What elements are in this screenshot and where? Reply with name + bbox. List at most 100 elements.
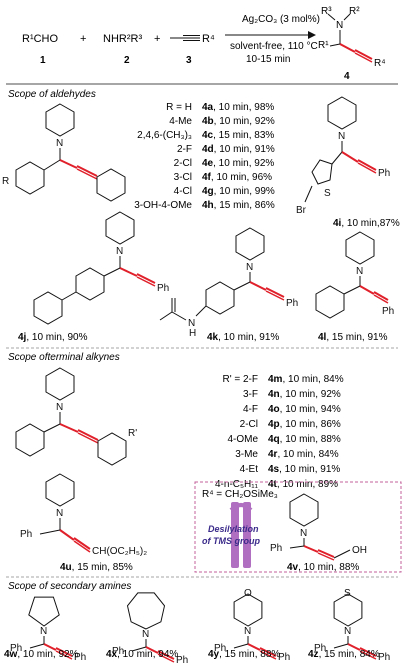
phenyl-ring	[15, 423, 45, 457]
phenyl-ring	[205, 281, 235, 315]
alkyne-substituent: R⁴	[202, 33, 215, 45]
substituent-label: 2-Cl	[240, 419, 258, 430]
product-label-4u: 4u, 15 min, 85%	[60, 562, 133, 573]
phenyl-label: Ph	[286, 298, 298, 309]
product-label-4x: 4x, 10 min, 94%	[106, 649, 178, 660]
catalyst-condition: Ag₂CO₃ (3 mol%)	[242, 14, 320, 25]
substituent-label: 2-Cl	[174, 158, 192, 169]
nitrogen-atom: N	[338, 131, 345, 142]
phenyl-label: Ph	[74, 652, 86, 663]
piperidine-ring	[289, 493, 319, 527]
yield-label: 4m, 10 min, 84%	[268, 374, 344, 385]
phenyl-label: Ph	[382, 306, 394, 317]
yield-label: 4s, 10 min, 91%	[268, 464, 340, 475]
nitrogen-atom: N	[344, 626, 351, 637]
nitrogen-atom: N	[356, 266, 363, 277]
fork-icon	[229, 502, 253, 568]
sulfur-atom: S	[344, 588, 351, 599]
substituent-label: 4-Me	[169, 116, 192, 127]
substituent-label: 4-F	[243, 404, 258, 415]
product-label-4v: 4v, 10 min, 88%	[287, 562, 359, 573]
phenyl-ring	[15, 161, 45, 195]
tms-group-text: of TMS group	[202, 536, 260, 546]
product-label-4i: 4i, 10 min,87%	[333, 218, 400, 229]
phenyl-label: Ph	[270, 543, 282, 554]
yield-label: 4n, 10 min, 92%	[268, 389, 341, 400]
product-label-4j: 4j, 10 min, 90%	[18, 332, 88, 343]
nitrogen-atom: N	[56, 402, 63, 413]
piperidine-ring	[105, 211, 135, 245]
hydroxyl-group: OH	[352, 545, 367, 556]
product-label-4y: 4y, 15 min, 88%	[208, 649, 280, 660]
product-4k: N N H Ph	[159, 227, 298, 339]
compound-number: 3	[186, 55, 192, 66]
yield-label: 4p, 10 min, 86%	[268, 419, 341, 430]
r4-label: R⁴	[374, 58, 386, 69]
r2-label: R²	[349, 6, 360, 17]
substituent-label: 3-Me	[235, 449, 258, 460]
substituent-label: R' = 2-F	[222, 374, 258, 385]
r1-label: R¹	[318, 40, 329, 51]
aldehyde-scope-structure: N R	[2, 103, 126, 202]
product-label-4w: 4w, 10 min, 92%	[4, 649, 79, 660]
product-4i: N S Br Ph	[296, 96, 390, 216]
substituent-label: R = H	[166, 102, 192, 113]
substituent-label: 4-Cl	[174, 186, 192, 197]
time-condition: 10-15 min	[246, 54, 290, 65]
yield-label: 4g, 10 min, 99%	[202, 186, 275, 197]
nitrogen-atom: N	[300, 528, 307, 539]
piperidine-ring	[45, 367, 75, 401]
product-4l: N Ph	[315, 231, 394, 319]
yield-label: 4t, 10 min, 89%	[268, 479, 338, 490]
solvent-condition: solvent-free, 110 °C	[230, 41, 318, 52]
section-title-alkynes: Scope ofterminal alkynes	[8, 352, 120, 363]
compound-number: 4	[344, 71, 350, 82]
phenyl-label: Ph	[157, 283, 169, 294]
general-equation: R¹CHO + NHR²R³ + R⁴ 1 2 3 Ag₂CO₃ (3 mol%…	[22, 6, 386, 82]
hydrogen-atom: H	[189, 328, 196, 339]
product-label-4l: 4l, 15 min, 91%	[318, 332, 388, 343]
oxygen-atom: O	[244, 588, 252, 599]
nitrogen-atom: N	[244, 626, 251, 637]
reactant-aldehyde-label: R¹CHO	[22, 33, 58, 45]
phenyl-ring	[75, 267, 105, 301]
nitrogen-atom: N	[116, 246, 123, 257]
nitrogen-atom: N	[56, 138, 63, 149]
yield-label: 4e, 10 min, 92%	[202, 158, 274, 169]
amine-ring	[28, 596, 60, 627]
cyclohexyl-ring	[315, 285, 345, 319]
phenyl-label: Ph	[10, 643, 22, 654]
substituent-label: 3-F	[243, 389, 258, 400]
bromine-atom: Br	[296, 205, 307, 216]
reactant-amine-label: NHR²R³	[103, 33, 142, 45]
yield-label: 4d, 10 min, 91%	[202, 144, 275, 155]
substituent-label: 3-OH-4-OMe	[134, 200, 192, 211]
piperidine-ring	[345, 231, 375, 265]
r-prime-substituent: R'	[128, 428, 137, 439]
substituent-label: 3-Cl	[174, 172, 192, 183]
yield-label: 4r, 10 min, 84%	[268, 449, 339, 460]
phenyl-label: Ph	[378, 652, 390, 663]
substituent-label: 2-F	[177, 144, 192, 155]
phenyl-ring	[33, 291, 63, 325]
substituent-label: 4-n-C₅H₁₁	[215, 479, 259, 490]
substituent-label: 2,4,6-(CH₃)₃	[137, 130, 192, 141]
alkyne-substituent-table: R' = 2-F 4m, 10 min, 84% 3-F 4n, 10 min, 92…	[215, 374, 344, 490]
acetal-group: CH(OC₂H₅)₂	[92, 546, 147, 557]
yield-label: 4b, 10 min, 92%	[202, 116, 275, 127]
piperidine-ring	[235, 227, 265, 261]
nitrogen-atom: N	[336, 20, 343, 31]
product-label-4z: 4z, 15 min, 84%	[308, 649, 380, 660]
phenyl-label: Ph	[378, 168, 390, 179]
product-4u: N Ph CH(OC₂H₅)₂	[20, 473, 147, 557]
r-substituent: R	[2, 176, 9, 187]
phenyl-label: Ph	[20, 529, 32, 540]
r4-definition: R⁴ = CH₂OSiMe₃	[202, 489, 278, 500]
